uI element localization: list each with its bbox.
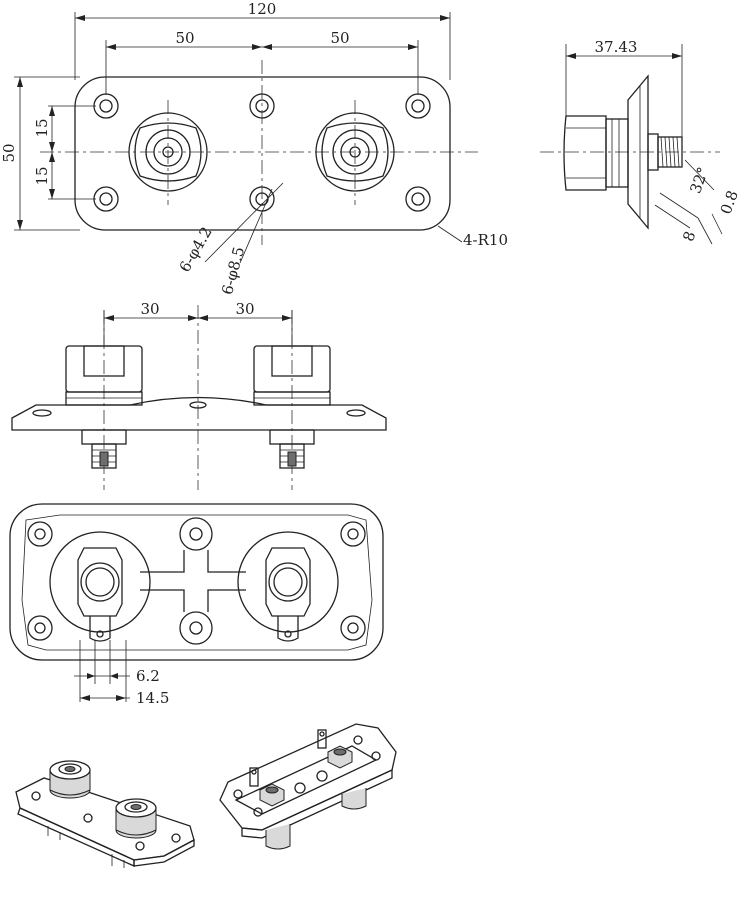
top-plate [11, 396, 387, 431]
top-right-stud [269, 429, 315, 469]
mounting-hole [93, 93, 119, 119]
mounting-hole [249, 93, 275, 119]
iso-rear-stud-left [249, 767, 285, 807]
top-right-knob [253, 345, 331, 406]
mounting-hole [93, 186, 119, 212]
mounting-hole [405, 186, 431, 212]
dim-30-left-label: 30 [140, 300, 159, 318]
rear-left-terminal [49, 531, 151, 642]
dim-50-right-label: 50 [330, 29, 349, 47]
dim-overall-height: 50 [0, 76, 80, 231]
front-left-terminal [128, 112, 208, 192]
dim-15-bottom-label: 15 [33, 166, 51, 185]
rear-mounting-hole [340, 615, 366, 641]
iso-front-knob-right [115, 798, 157, 839]
dim-tab: 6.2 14.5 [74, 640, 169, 707]
iso-rear-plate [219, 723, 397, 831]
front-plate-outline [74, 76, 451, 231]
iso-rear-view [219, 723, 397, 850]
callout-6-phi-4-2: 6-φ4.2 [176, 224, 216, 275]
iso-front-knob-left [49, 760, 91, 799]
thread-depth-label: 0.8 [717, 188, 742, 217]
dim-pitch: 30 30 [103, 300, 293, 345]
top-left-stud [81, 429, 127, 469]
side-collar [605, 118, 629, 188]
hole-callout-leaders: 6-φ4.2 6-φ8.5 [176, 182, 284, 297]
dim-hole-spacing: 50 50 [105, 29, 419, 95]
thread-angle-label: 32° [686, 165, 712, 196]
side-knob-body [563, 115, 607, 191]
dim-120-label: 120 [248, 0, 277, 18]
rear-mounting-hole [27, 521, 53, 547]
dim-overall-width: 120 [74, 0, 451, 80]
front-view: 120 50 50 50 15 15 [0, 0, 508, 297]
rear-view: 6.2 14.5 [9, 503, 384, 707]
dim-50-vertical-label: 50 [0, 143, 18, 162]
mounting-hole [405, 93, 431, 119]
iso-rear-stud-right [317, 729, 353, 769]
dim-50-left-label: 50 [175, 29, 194, 47]
rear-mounting-hole [340, 521, 366, 547]
dim-depth: 37.43 [565, 38, 683, 137]
dim-6-2-label: 6.2 [136, 667, 160, 685]
thread-pitch-label: 8 [679, 229, 699, 244]
rear-mounting-hole [27, 615, 53, 641]
side-thread [657, 136, 683, 168]
front-right-terminal [315, 112, 395, 192]
dim-15-top-label: 15 [33, 118, 51, 137]
top-left-knob [65, 345, 143, 406]
corner-radius-callout: 4-R10 [437, 225, 508, 249]
side-view: 37.43 32° 0.8 8 [540, 38, 742, 245]
rear-plate-outline [9, 503, 384, 661]
dim-37-43-label: 37.43 [595, 38, 638, 56]
dim-14-5-label: 14.5 [136, 689, 169, 707]
thread-callouts: 32° 0.8 8 [654, 159, 742, 245]
callout-4-r10: 4-R10 [463, 231, 508, 249]
iso-front-view [15, 760, 195, 868]
dim-30-right-label: 30 [235, 300, 254, 318]
dim-half-pitch: 15 15 [33, 105, 96, 200]
rear-center-rib [140, 517, 246, 645]
top-view: 30 30 [11, 300, 387, 490]
rear-right-terminal [237, 531, 339, 642]
callout-6-phi-8-5: 6-φ8.5 [218, 245, 248, 297]
side-plate-profile [627, 74, 649, 230]
